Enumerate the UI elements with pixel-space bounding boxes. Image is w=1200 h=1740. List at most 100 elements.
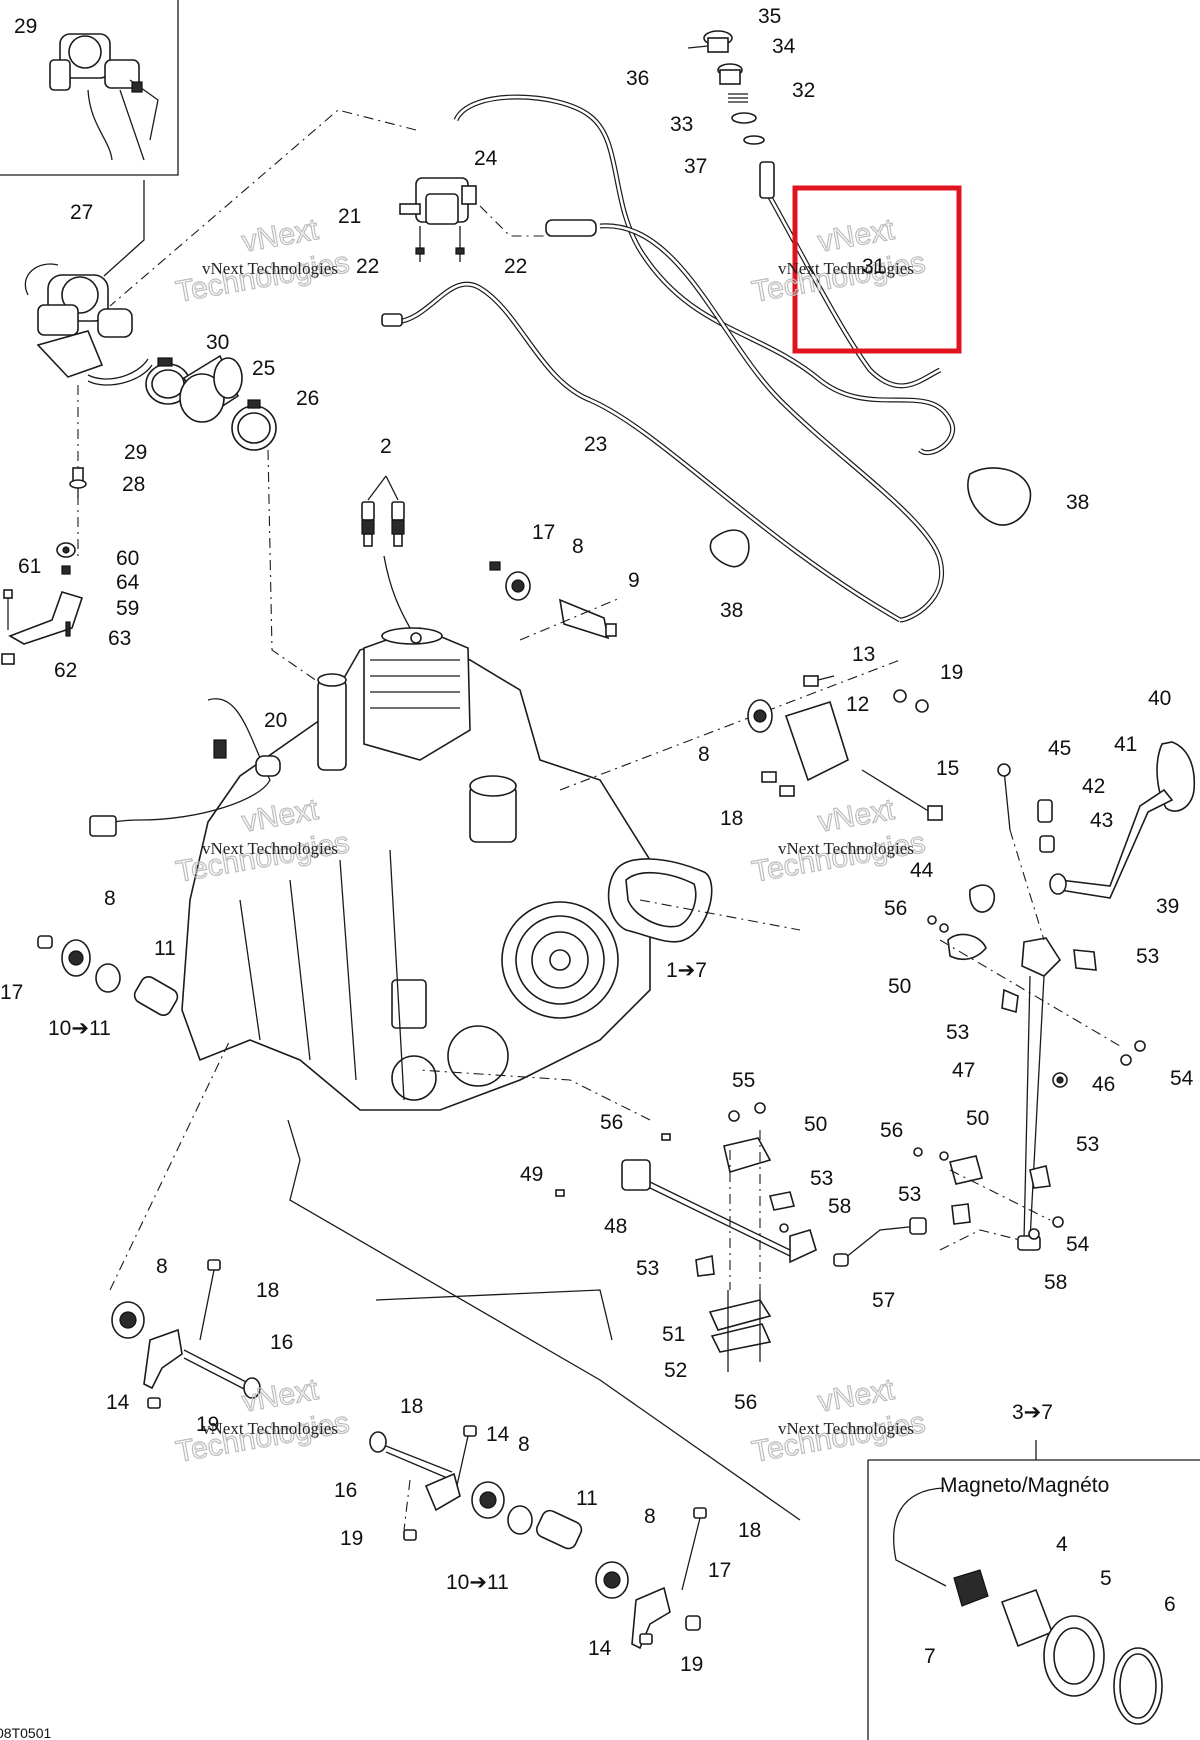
- callout-15: 15: [936, 757, 959, 780]
- callout-11a: 11: [154, 937, 176, 960]
- callout-35: 35: [758, 5, 781, 28]
- callout-50c: 50: [966, 1107, 989, 1130]
- callout-53a: 53: [1136, 945, 1159, 968]
- engine-mount-left: [37, 935, 179, 1016]
- callout-18a: 18: [720, 807, 743, 830]
- watermark-text: vNext Technologies: [778, 1419, 914, 1438]
- callout-4: 4: [1056, 1533, 1068, 1556]
- callout-46: 46: [1092, 1073, 1115, 1096]
- callout-58a: 58: [828, 1195, 851, 1218]
- callout-63: 63: [108, 627, 131, 650]
- callout-8d: 8: [156, 1255, 168, 1278]
- callout-55: 55: [732, 1069, 755, 1092]
- engine-mount-right: [747, 675, 943, 821]
- callout-14a: 14: [106, 1391, 130, 1414]
- callout-9: 9: [628, 569, 640, 592]
- callout-16b: 16: [334, 1479, 357, 1502]
- callout-56c: 56: [880, 1119, 903, 1142]
- callout-10-11a: 10➔11: [48, 1017, 111, 1040]
- callout-17c: 17: [708, 1559, 731, 1582]
- callout-41: 41: [1114, 733, 1137, 756]
- callout-60: 60: [116, 547, 139, 570]
- callout-53b: 53: [946, 1021, 969, 1044]
- callout-48: 48: [604, 1215, 627, 1238]
- callout-53f: 53: [636, 1257, 659, 1280]
- callout-52: 52: [664, 1359, 687, 1382]
- callout-53c: 53: [1076, 1133, 1099, 1156]
- carb-mount-hardware: [1, 467, 87, 665]
- callout-13: 13: [852, 643, 875, 666]
- sensor-group: [489, 561, 617, 640]
- callout-8b: 8: [698, 743, 710, 766]
- callout-33: 33: [670, 113, 693, 136]
- callout-14c: 14: [588, 1637, 612, 1660]
- callout-59: 59: [116, 597, 139, 620]
- callout-56a: 56: [884, 897, 907, 920]
- callout-40: 40: [1148, 687, 1171, 710]
- callout-32: 32: [792, 79, 815, 102]
- callout-54b: 54: [1066, 1233, 1090, 1256]
- shift-linkage: [555, 1102, 1064, 1372]
- callout-50a: 50: [888, 975, 911, 998]
- callout-8a: 8: [572, 535, 584, 558]
- callout-19b: 19: [196, 1413, 219, 1436]
- carburetor: [24, 180, 153, 560]
- engine-assembly: [89, 597, 901, 1121]
- callout-1-7: 1➔7: [666, 959, 707, 982]
- callout-38b: 38: [720, 599, 743, 622]
- watermark-text: vNext Technologies: [202, 1419, 338, 1438]
- callout-18d: 18: [738, 1519, 761, 1542]
- magneto-inset-title: Magneto/Magnéto: [940, 1474, 1109, 1497]
- callout-54a: 54: [1170, 1067, 1194, 1090]
- engine-mount-bottom-center: [369, 1425, 707, 1650]
- callout-7: 7: [924, 1645, 936, 1668]
- choke-and-throttle-cables: [381, 94, 955, 623]
- callout-27: 27: [70, 201, 93, 224]
- callout-8c: 8: [104, 887, 116, 910]
- callout-22b: 22: [504, 255, 527, 278]
- cable-adjuster-stack: [687, 30, 775, 199]
- callout-18c: 18: [400, 1395, 423, 1418]
- cable-grommets: [709, 467, 1032, 568]
- callout-30: 30: [206, 331, 229, 354]
- callout-6: 6: [1164, 1593, 1176, 1616]
- callout-56b: 56: [600, 1111, 623, 1134]
- callout-44: 44: [910, 859, 934, 882]
- callout-5: 5: [1100, 1567, 1112, 1590]
- callout-8f: 8: [644, 1505, 656, 1528]
- watermark-text: vNext Technologies: [202, 259, 338, 278]
- callout-43: 43: [1090, 809, 1113, 832]
- callout-29-top: 29: [14, 15, 37, 38]
- callout-12: 12: [846, 693, 869, 716]
- callout-38a: 38: [1066, 491, 1089, 514]
- callout-39: 39: [1156, 895, 1179, 918]
- callout-61: 61: [18, 555, 41, 578]
- callout-45: 45: [1048, 737, 1071, 760]
- callout-57: 57: [872, 1289, 895, 1312]
- callout-58b: 58: [1044, 1271, 1067, 1294]
- callout-42: 42: [1082, 775, 1105, 798]
- watermark-text: vNext Technologies: [778, 259, 914, 278]
- shift-lever-assembly: [927, 741, 1196, 1251]
- engine-mount-bottom: [109, 1039, 801, 1521]
- callout-19d: 19: [680, 1653, 703, 1676]
- callout-8e: 8: [518, 1433, 530, 1456]
- callout-21: 21: [338, 205, 361, 228]
- callout-14b: 14: [486, 1423, 510, 1446]
- callout-56d: 56: [734, 1391, 757, 1414]
- callout-3-7: 3➔7: [1012, 1401, 1053, 1424]
- solenoid-assembly: [109, 109, 556, 307]
- callout-19c: 19: [340, 1527, 363, 1550]
- magneto-inset: [867, 1440, 1200, 1740]
- callout-17b: 17: [0, 981, 23, 1004]
- callout-37: 37: [684, 155, 707, 178]
- callout-26: 26: [296, 387, 319, 410]
- callout-11b: 11: [576, 1487, 598, 1510]
- callout-34: 34: [772, 35, 796, 58]
